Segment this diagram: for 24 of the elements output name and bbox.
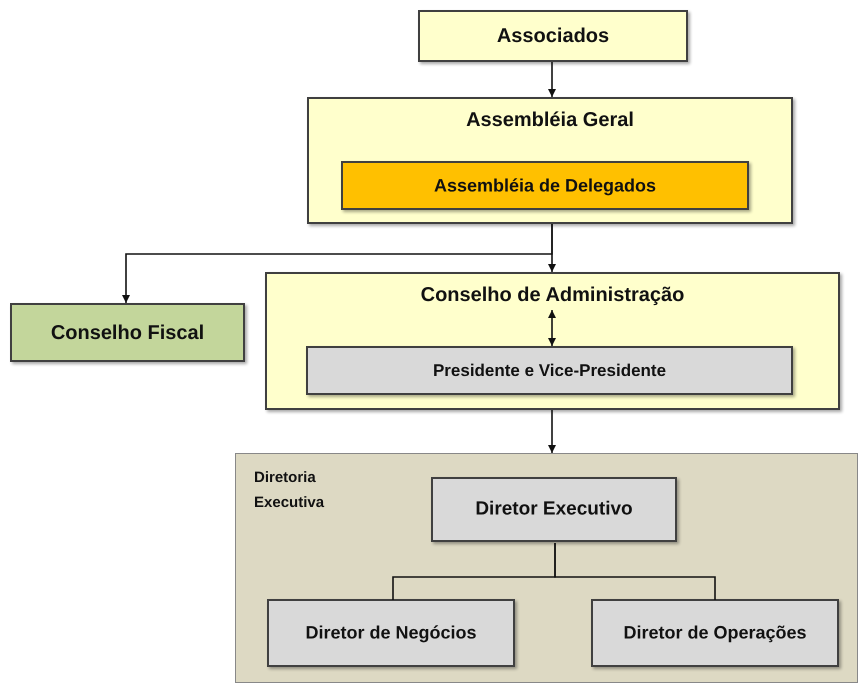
delegates-box [341,161,749,210]
connector-arrow [548,310,556,346]
node-label: Diretor Executivo [474,497,634,522]
president-box [306,346,793,395]
director-box [267,599,515,667]
member-box [418,10,688,62]
node-label: Associados [496,24,610,49]
director-box [591,599,839,667]
connector-arrow [548,62,556,97]
connector-arrow [548,410,556,453]
executive-board-panel [235,453,858,683]
assembly-panel [307,97,793,224]
node-label: Diretor de Operações [622,621,808,644]
connector-arrow [548,224,556,272]
node-label: Presidente e Vice-Presidente [432,360,668,382]
director-box [431,477,677,542]
node-label: Diretor de Negócios [304,621,478,644]
node-label: Assembléia Geral [465,109,635,132]
node-label: Assembléia de Delegados [432,174,658,198]
node-label: Conselho de Administração [420,284,686,307]
board-panel [265,272,840,410]
fiscal-council-box [10,303,245,362]
node-label: Conselho Fiscal [50,320,206,346]
panel-title: Diretoria Executiva [254,468,326,513]
